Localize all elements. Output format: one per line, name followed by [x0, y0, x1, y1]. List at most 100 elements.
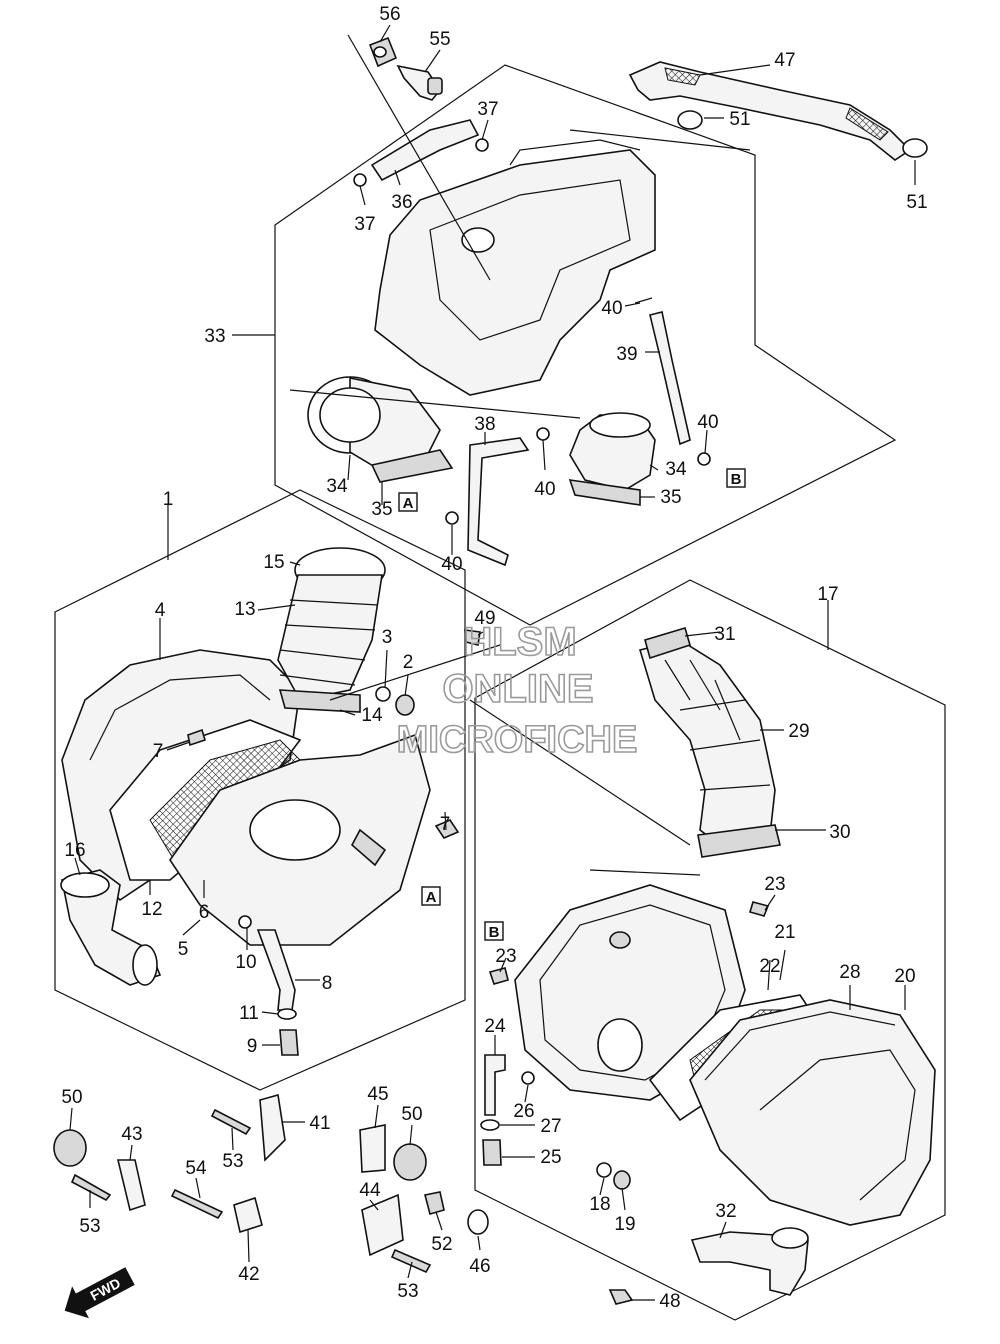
bolt-53b-part: [210, 1108, 252, 1136]
bolt-49-part: [464, 629, 481, 646]
clamp-14-part: [278, 689, 361, 713]
callout-5: 5: [178, 939, 189, 960]
gasket-28-part: [704, 1011, 896, 1081]
tag-b-lower: B: [489, 924, 500, 941]
callout-51-right: 51: [906, 192, 927, 213]
clip-26-part: [521, 1071, 535, 1085]
callout-27: 27: [540, 1116, 561, 1137]
clip-10-part: [238, 915, 252, 929]
clamp-30-part: [697, 824, 781, 858]
clamp-51a-part: [677, 110, 703, 130]
callout-51-left: 51: [729, 109, 750, 130]
hose-24-part: [484, 1054, 506, 1116]
group-1-outline: [54, 489, 466, 1091]
callout-22: 22: [759, 956, 780, 977]
tag-a-upper-box: [398, 492, 418, 512]
tag-a-upper: A: [403, 495, 414, 512]
watermark-line-2: ONLINE: [442, 667, 593, 711]
callout-47: 47: [774, 50, 795, 71]
clip-40c-part: [697, 452, 711, 466]
callout-15: 15: [263, 552, 284, 573]
tag-a-lower-box: [421, 886, 441, 906]
hose-36-part: [370, 119, 480, 182]
clip-37b-part: [353, 173, 367, 187]
tube-32-opening: [771, 1227, 809, 1249]
plug-9-part: [279, 1029, 299, 1056]
callout-37-upper: 37: [477, 99, 498, 120]
screw-23b-part: [488, 967, 509, 985]
case-body-boss: [609, 931, 631, 949]
clip-27-part: [480, 1119, 500, 1131]
guide-line-e: [469, 699, 701, 876]
nut-18-part: [596, 1162, 612, 1178]
plate-5-opening: [249, 799, 341, 861]
watermark-line-1: HLSM: [463, 620, 576, 664]
clamp-42-part: [233, 1196, 263, 1234]
fwd-arrow-icon: FWD: [64, 1267, 135, 1319]
callout-30: 30: [829, 822, 850, 843]
clip-37a-part: [475, 138, 489, 152]
duct-34b-opening: [589, 412, 651, 438]
clamp-31-part: [644, 627, 691, 660]
hose-39-part: [649, 311, 691, 446]
bolt-53c-part: [390, 1248, 432, 1274]
tag-a-lower: A: [426, 889, 437, 906]
cover-20-part: [689, 999, 936, 1226]
bolt-52-part: [424, 1191, 445, 1215]
loose-hardware-group: [53, 1093, 489, 1274]
leader-lines: [69, 24, 916, 1301]
callout-25: 25: [540, 1147, 561, 1168]
air-case-33-part: [374, 149, 656, 396]
callout-50-left: 50: [61, 1087, 82, 1108]
callout-50-right: 50: [401, 1104, 422, 1125]
clamp-51b-part: [902, 138, 928, 158]
callout-49: 49: [474, 608, 495, 629]
callout-9: 9: [247, 1036, 258, 1057]
callout-45: 45: [367, 1084, 388, 1105]
group-17-outline: [474, 579, 946, 1321]
callout-10: 10: [235, 952, 256, 973]
callout-11: 11: [239, 1003, 259, 1024]
callout-34-right: 34: [665, 459, 687, 480]
upper-air-case-group: [289, 34, 928, 567]
callout-20: 20: [894, 966, 915, 987]
collar-19-part: [613, 1170, 631, 1190]
cushion-50b-part: [393, 1143, 427, 1181]
clip-40a-part: [634, 297, 653, 304]
callout-41: 41: [309, 1113, 330, 1134]
clip-40d-part: [445, 511, 459, 525]
callout-16: 16: [64, 840, 85, 861]
guide-line-b: [569, 129, 751, 151]
callout-35-left: 35: [371, 499, 392, 520]
callout-1: 1: [163, 489, 174, 510]
callout-labels: 56 55 47 37 51 51 37 36 33 40 39 38 40 3…: [61, 4, 927, 1312]
tag-b-lower-box: [484, 921, 504, 941]
plate-5-boss: [350, 828, 387, 867]
collar-46-part: [467, 1209, 489, 1235]
duct-13-part: [277, 574, 383, 701]
bracket-45-part: [359, 1124, 386, 1173]
clamp-35a-part: [370, 449, 454, 483]
callout-37-lower: 37: [354, 214, 375, 235]
callout-32: 32: [715, 1201, 736, 1222]
watermark: HLSM ONLINE MICROFICHE: [396, 619, 638, 762]
callout-53-left: 53: [79, 1216, 100, 1237]
callout-7-left: 7: [153, 741, 164, 762]
bolt-53a-part: [70, 1173, 112, 1202]
callout-48: 48: [659, 1291, 680, 1312]
callout-31: 31: [714, 624, 735, 645]
air-case-inner-edge: [429, 179, 631, 341]
screw-23a-part: [749, 901, 770, 917]
callout-2: 2: [403, 652, 414, 673]
cover-20-contour: [759, 1049, 916, 1201]
callout-55: 55: [429, 29, 450, 50]
screw-48-part: [608, 1289, 634, 1305]
bracket-41-part: [259, 1093, 286, 1162]
callout-42: 42: [238, 1264, 259, 1285]
callout-3: 3: [382, 627, 393, 648]
callout-33: 33: [204, 326, 225, 347]
callout-7-right: 7: [440, 814, 451, 835]
callout-56: 56: [379, 4, 400, 25]
air-case-top-rib: [509, 139, 641, 166]
